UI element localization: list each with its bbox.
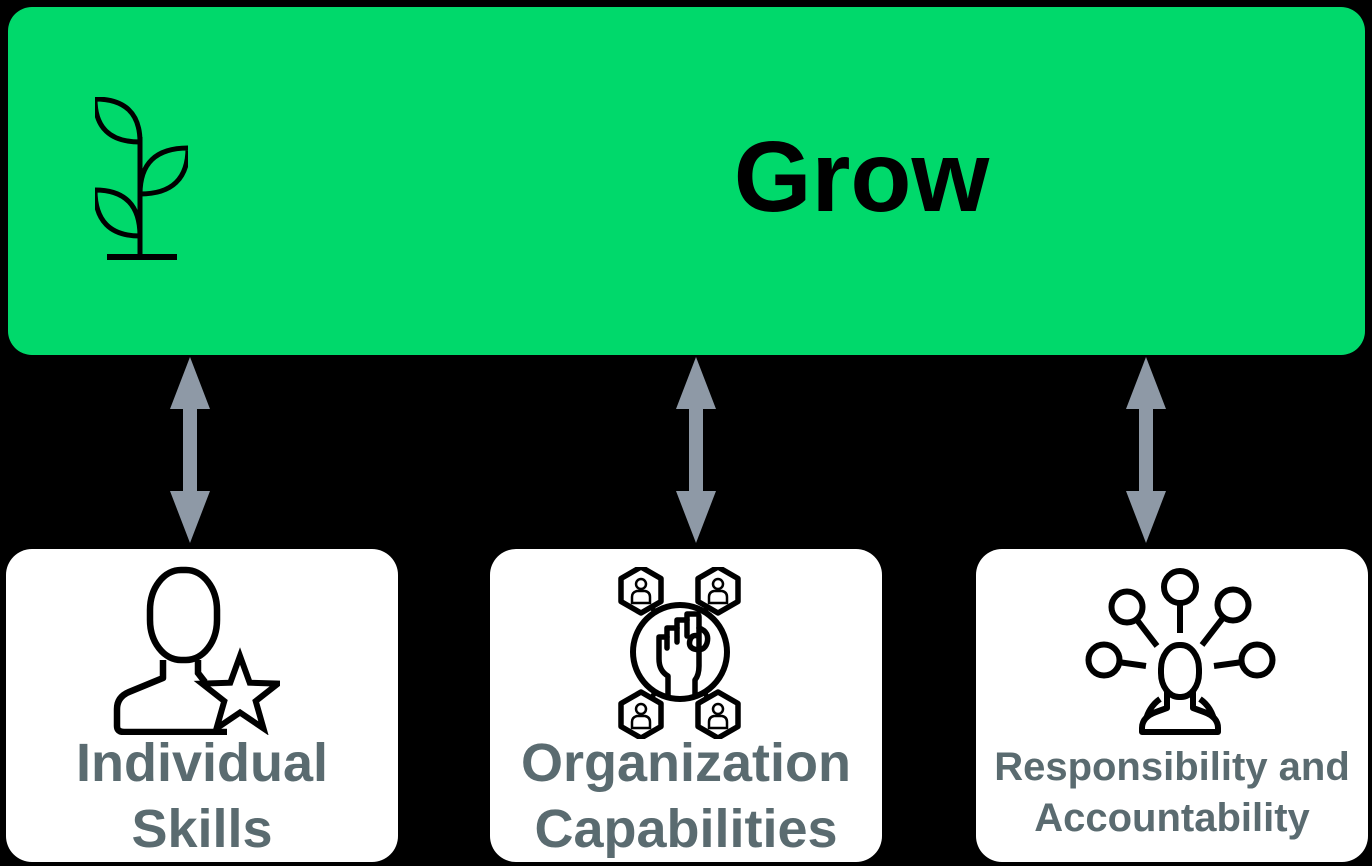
card-responsibility-accountability: Responsibility and Accountability	[976, 549, 1368, 862]
double-arrow-connector-3	[1126, 357, 1166, 543]
card-label-line1: Individual	[75, 733, 329, 793]
delegation-network-icon	[1085, 567, 1277, 735]
card-individual-skills: Individual Skills	[6, 549, 398, 862]
card-organization-capabilities: Organization Capabilities	[490, 549, 882, 862]
grow-title: Grow	[733, 120, 990, 233]
card-label-line1: Responsibility and	[994, 745, 1350, 789]
double-arrow-connector-1	[170, 357, 210, 543]
double-arrow-connector-2	[676, 357, 716, 543]
grow-box: Grow	[8, 7, 1365, 355]
card-label-line2: Accountability	[1034, 796, 1310, 840]
card-label-line1: Organization	[520, 733, 851, 793]
card-label: Individual Skills	[6, 730, 398, 862]
person-star-icon	[107, 566, 280, 735]
fist-network-icon	[618, 567, 743, 739]
card-label-line2: Skills	[131, 799, 273, 859]
card-label: Organization Capabilities	[490, 730, 882, 862]
sprout-icon	[95, 97, 188, 262]
card-label: Responsibility and Accountability	[976, 742, 1368, 844]
card-label-line2: Capabilities	[534, 799, 838, 859]
